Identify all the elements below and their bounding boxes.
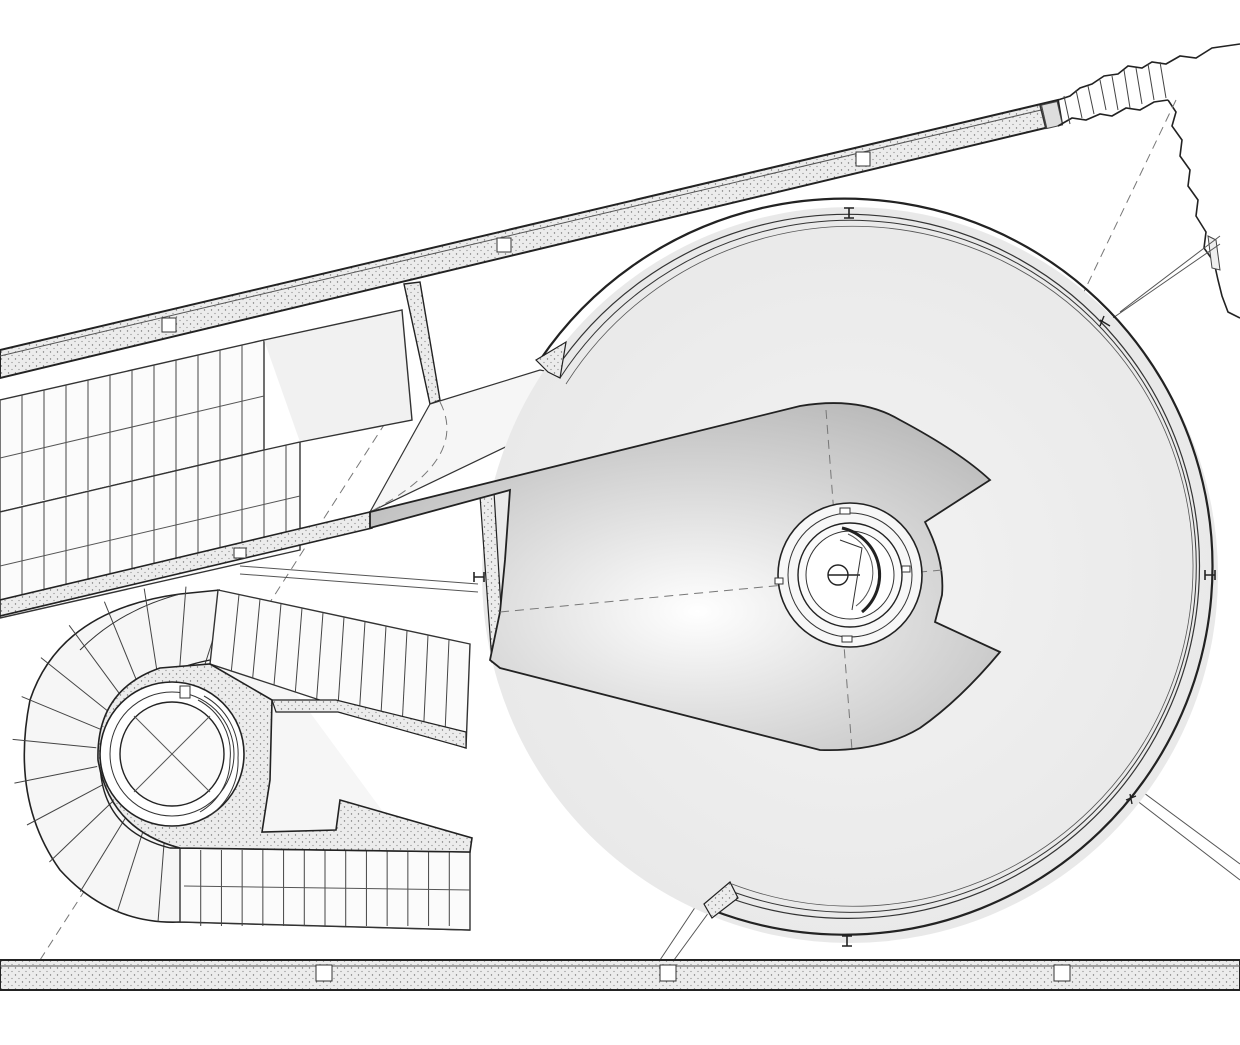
- site-lines: [239, 235, 1240, 961]
- stair-tread: [358, 621, 366, 714]
- spiral-tread: [40, 657, 111, 713]
- platform-post: [473, 207, 1216, 947]
- spiral-tread: [12, 738, 97, 749]
- spiral-tread: [79, 812, 129, 892]
- stair-tread: [444, 639, 450, 742]
- stair-tread: [401, 630, 408, 728]
- stair-tread: [337, 616, 345, 707]
- rocky-ground: [1057, 43, 1240, 319]
- lower-boundary-wall: [0, 959, 1240, 991]
- spiral-tread: [143, 588, 160, 683]
- upper-straight-stairs: [0, 309, 413, 619]
- upper-retaining-wall: [0, 98, 1064, 380]
- spiral-tread: [26, 784, 104, 826]
- central-column: [774, 502, 923, 648]
- stair-tread: [294, 607, 303, 693]
- spiral-tread: [68, 625, 124, 699]
- spiral-tread: [21, 696, 101, 730]
- lower-straight-stairs: [179, 589, 471, 931]
- stair-core: [97, 663, 473, 853]
- stair-tread: [316, 612, 324, 700]
- wall-pilaster: [161, 151, 871, 333]
- stair-tread: [252, 598, 261, 679]
- stair-tread: [380, 625, 387, 721]
- stair-tread: [273, 603, 282, 686]
- stair-tread: [422, 634, 429, 735]
- spiral-tread: [49, 800, 115, 863]
- spiral-tread: [14, 766, 98, 784]
- stair-tread: [230, 594, 240, 672]
- spiral-tread: [103, 601, 141, 689]
